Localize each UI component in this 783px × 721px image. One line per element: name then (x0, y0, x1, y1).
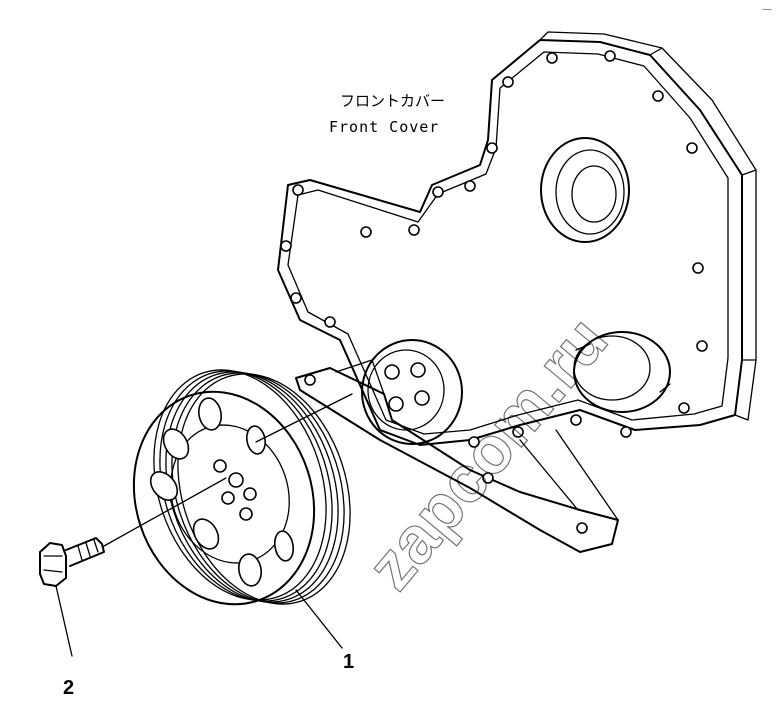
watermark-text: zapcom.ru (352, 303, 621, 603)
mounting-bracket (295, 359, 619, 553)
front-cover (277, 31, 757, 553)
corner-mark: — (762, 4, 772, 15)
upper-seal-boss (540, 137, 630, 243)
callout-2: 2 (63, 677, 74, 699)
front-cover-label-en: Front Cover (329, 118, 439, 136)
assembly-lines (55, 393, 353, 657)
lower-round-boss (573, 331, 671, 413)
cover-bolt-holes (280, 50, 708, 448)
pulley-bolt (39, 537, 105, 587)
crank-hub (361, 339, 463, 445)
callout-1: 1 (343, 651, 354, 673)
front-cover-label-jp: フロントカバー (340, 92, 445, 110)
crankshaft-pulley (132, 369, 351, 606)
